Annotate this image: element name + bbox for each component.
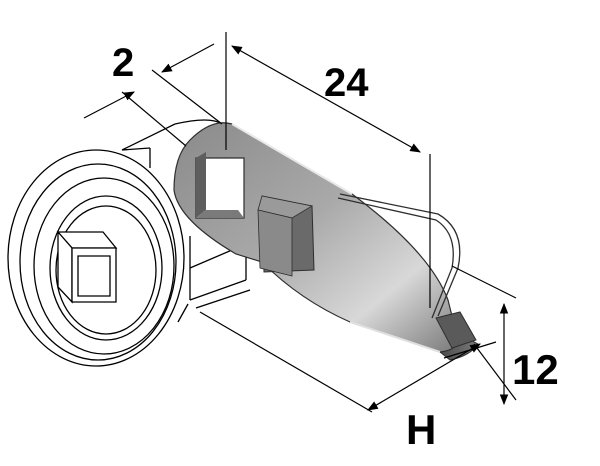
offset-label: H — [406, 406, 436, 453]
square-drive — [56, 230, 118, 304]
width-label: 12 — [512, 346, 559, 393]
dimension-lines — [83, 32, 517, 413]
thickness-label: 2 — [112, 41, 134, 85]
length-label: 24 — [324, 61, 369, 105]
cam — [173, 122, 479, 361]
